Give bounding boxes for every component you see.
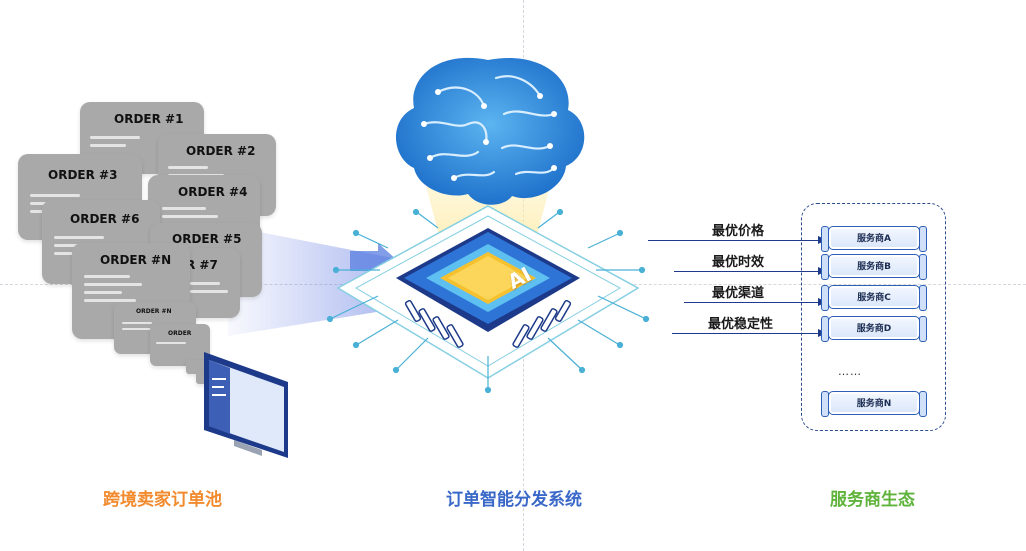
monitor-icon xyxy=(204,352,288,458)
criterion-label-stability: 最优稳定性 xyxy=(708,317,774,332)
order-label: ORDER #5 xyxy=(172,232,242,246)
connector-line-channel xyxy=(684,302,824,303)
order-card: R #7 xyxy=(182,248,240,318)
order-label: ORDER #2 xyxy=(186,144,256,158)
provider-card-a: 服务商A xyxy=(821,226,927,252)
order-label: ORDER #6 xyxy=(70,212,140,226)
order-card-tiny xyxy=(186,360,206,374)
criterion-label-price: 最优价格 xyxy=(712,224,765,239)
order-pool-title: 跨境卖家订单池 xyxy=(103,490,222,510)
provider-label: 服务商B xyxy=(857,262,891,272)
order-label: ORDER xyxy=(168,330,192,337)
provider-card-c: 服务商C xyxy=(821,285,927,311)
criterion-label-speed: 最优时效 xyxy=(712,255,765,270)
provider-label: 服务商A xyxy=(857,234,891,244)
provider-label: 服务商C xyxy=(857,293,891,303)
order-card-small: ORDER xyxy=(150,324,210,366)
order-label: ORDER #N xyxy=(100,253,172,267)
dispatch-system-title: 订单智能分发系统 xyxy=(446,490,582,510)
provider-ecosystem-title: 服务商生态 xyxy=(830,490,915,510)
connector-line-price xyxy=(648,240,824,241)
provider-card-n: 服务商N xyxy=(821,391,927,417)
connector-line-speed xyxy=(674,271,824,272)
order-label: R #7 xyxy=(186,258,218,272)
provider-card-b: 服务商B xyxy=(821,254,927,280)
criterion-label-channel: 最优渠道 xyxy=(712,286,765,301)
provider-card-d: 服务商D xyxy=(821,316,927,342)
ai-system-graphic xyxy=(326,57,650,394)
order-label: ORDER #1 xyxy=(114,112,184,126)
provider-ecosystem-box xyxy=(801,203,946,431)
connector-line-stability xyxy=(672,333,824,334)
order-label: ORDER #4 xyxy=(178,185,248,199)
provider-label: 服务商D xyxy=(856,324,892,334)
order-label: ORDER #3 xyxy=(48,168,118,182)
provider-label: 服务商N xyxy=(856,399,892,409)
provider-ellipsis: …… xyxy=(838,365,862,378)
order-label: ORDER #N xyxy=(136,308,172,315)
